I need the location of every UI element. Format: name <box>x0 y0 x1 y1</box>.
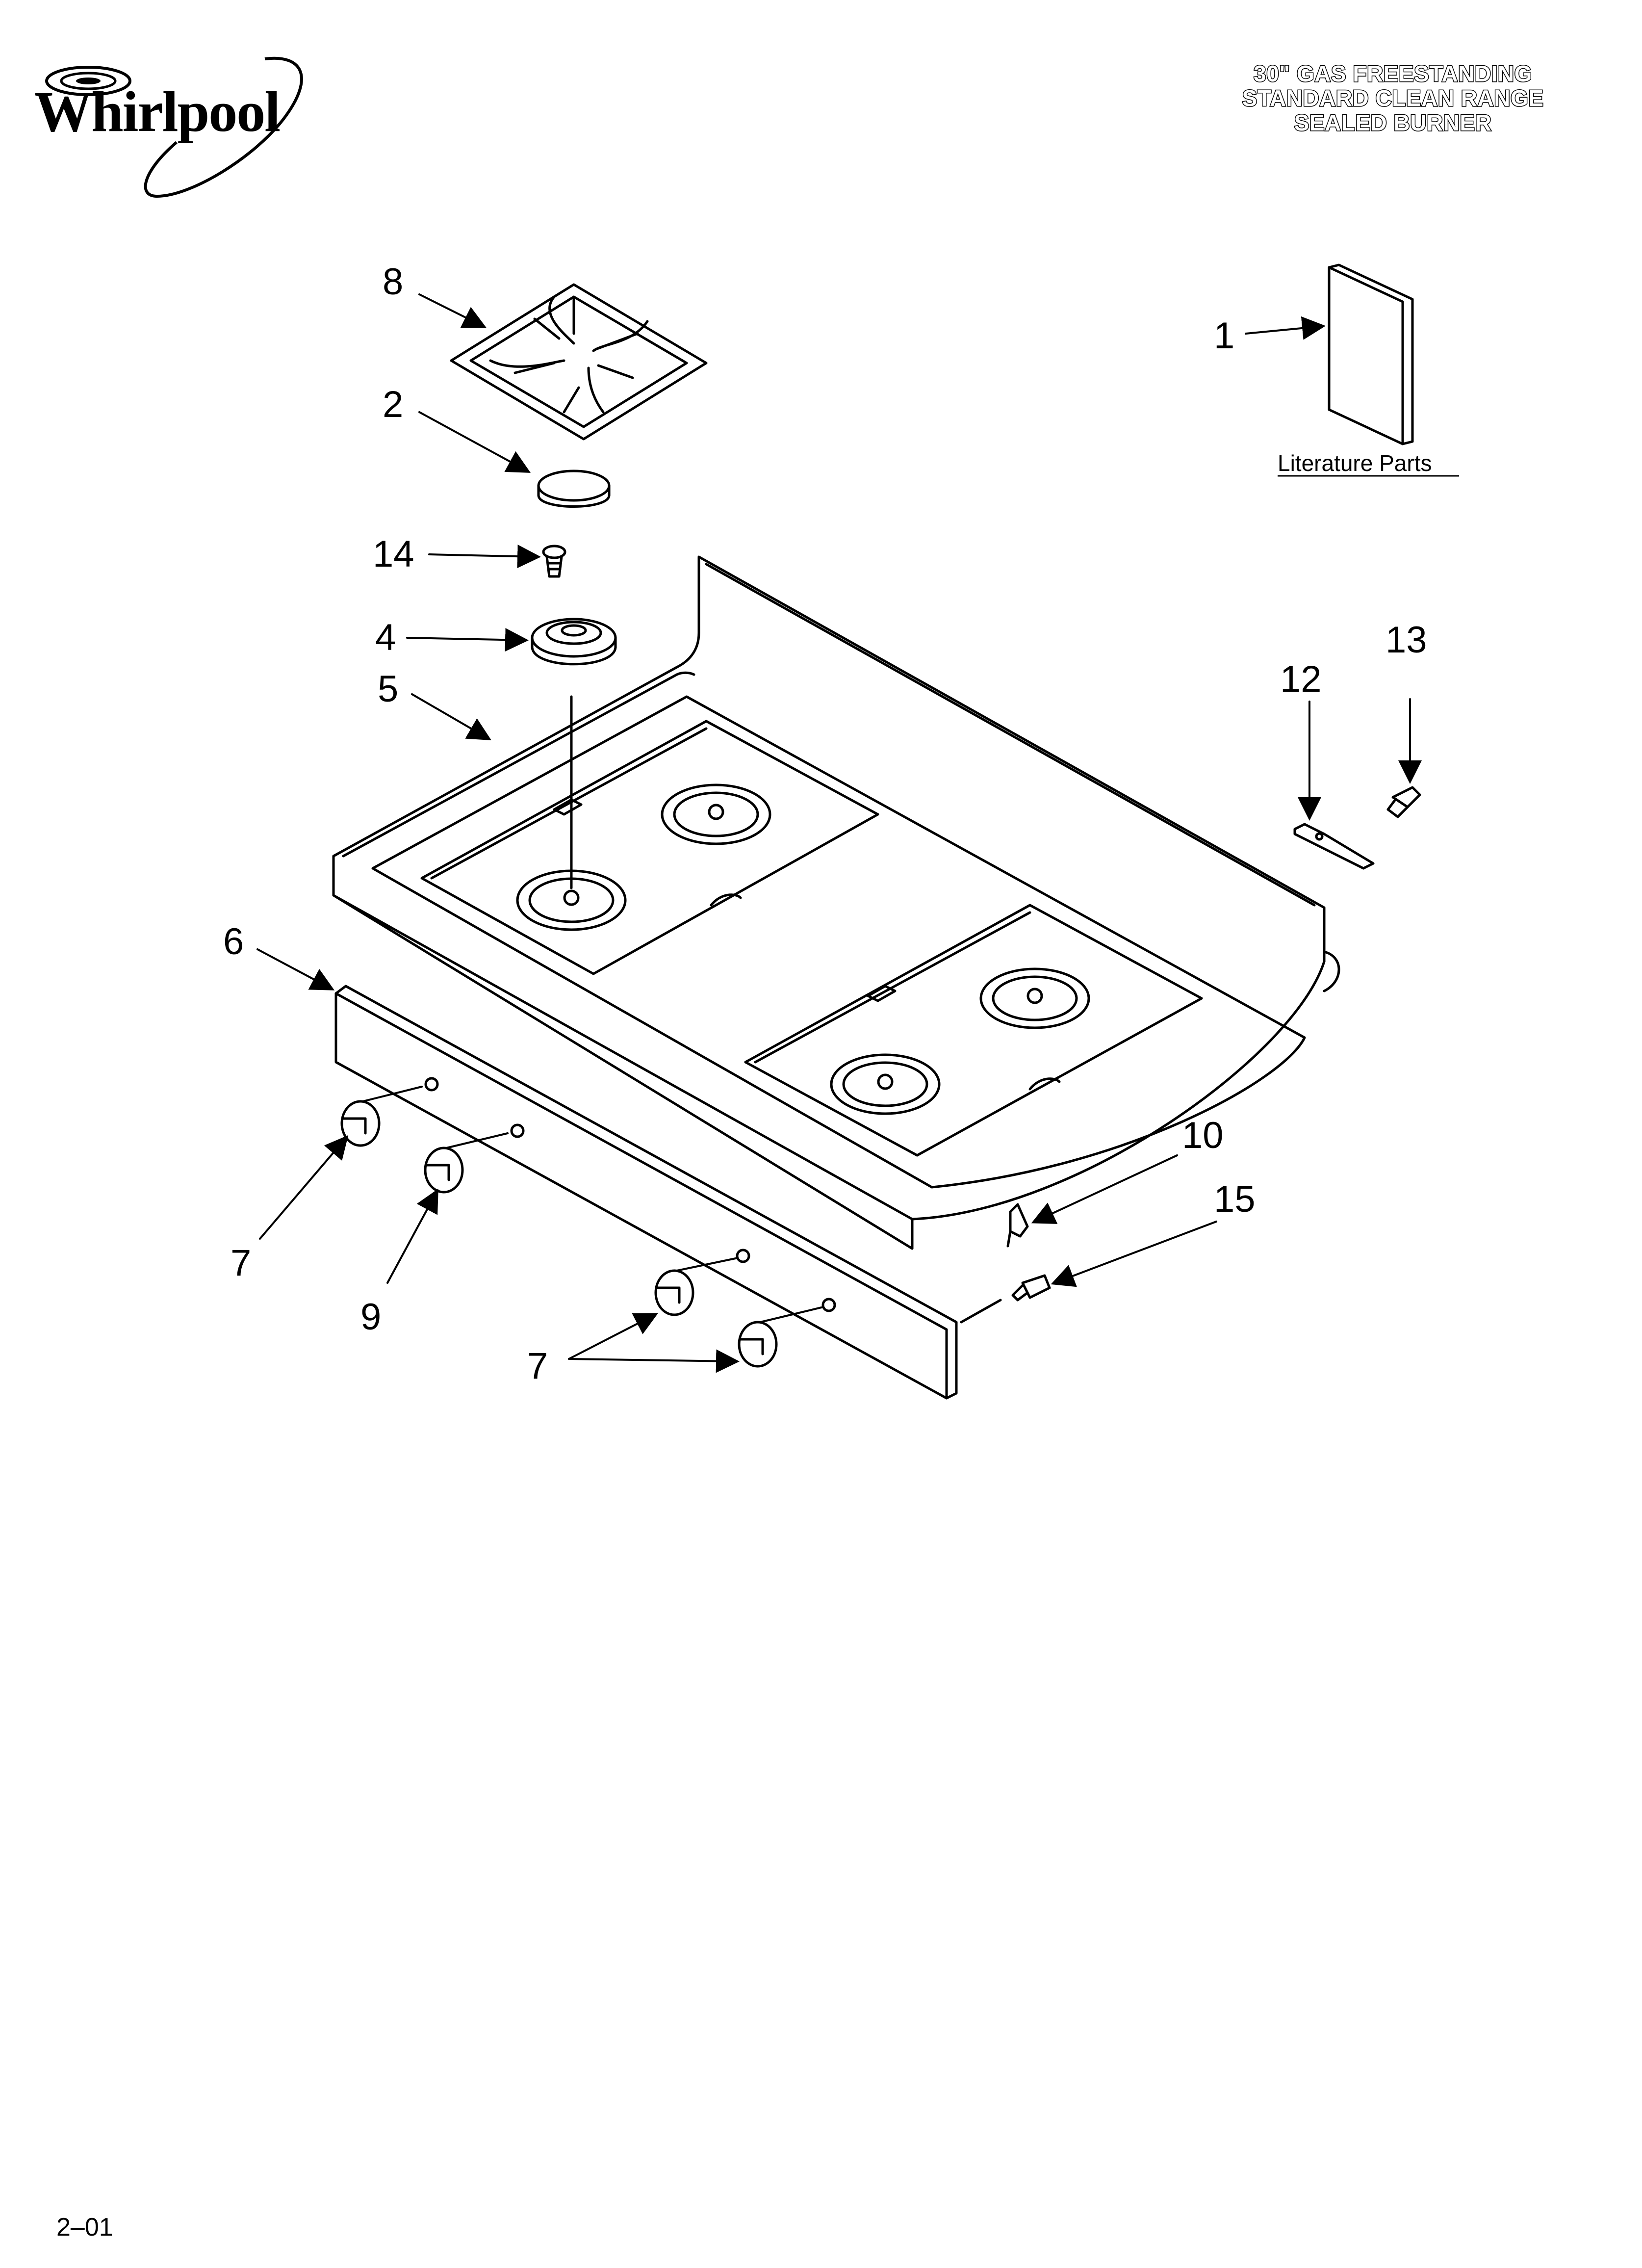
title-line-2: STANDARD CLEAN RANGE <box>1241 85 1544 111</box>
control-knobs <box>340 1100 778 1368</box>
callout-7: 7 <box>527 1345 548 1387</box>
cooktop <box>332 555 1340 1250</box>
callout-7: 7 <box>231 1242 251 1284</box>
title-line-1: 30" GAS FREESTANDING <box>1253 61 1533 87</box>
title-line-3: SEALED BURNER <box>1293 110 1492 136</box>
callout-10: 10 <box>1182 1115 1224 1156</box>
burner-base <box>531 618 617 666</box>
brand-wordmark: Whirlpool <box>34 79 281 144</box>
callout-9: 9 <box>360 1296 381 1338</box>
logo-swoosh-icon <box>45 56 303 198</box>
screw-14 <box>542 545 566 578</box>
control-panel <box>334 985 1002 1400</box>
literature-parts-label: Literature Parts <box>1278 450 1432 476</box>
callout-1: 1 <box>1214 315 1234 357</box>
revision-code: 2–01 <box>56 2213 113 2242</box>
leader-arrows <box>257 293 1422 1373</box>
burner-cap <box>537 469 611 508</box>
knob <box>340 1100 381 1147</box>
callout-5: 5 <box>378 668 398 710</box>
clip-10 <box>1006 1203 1029 1248</box>
whirlpool-logo <box>29 49 334 218</box>
callout-4: 4 <box>375 617 396 658</box>
screw-15 <box>1011 1274 1051 1302</box>
callout-8: 8 <box>383 261 403 303</box>
screw-13 <box>1386 786 1421 818</box>
callout-2: 2 <box>383 384 403 425</box>
knob <box>424 1147 464 1194</box>
callout-15: 15 <box>1214 1178 1256 1220</box>
literature-booklet <box>1328 263 1414 445</box>
knob <box>654 1269 694 1316</box>
callout-14: 14 <box>373 533 414 575</box>
knob <box>738 1321 778 1368</box>
bracket-12 <box>1293 823 1375 870</box>
callout-13: 13 <box>1385 619 1427 661</box>
callout-6: 6 <box>223 921 244 963</box>
burner-grate <box>450 283 708 441</box>
diagram-title: 30" GAS FREESTANDING STANDARD CLEAN RANG… <box>1167 61 1618 136</box>
callout-12: 12 <box>1280 658 1322 700</box>
